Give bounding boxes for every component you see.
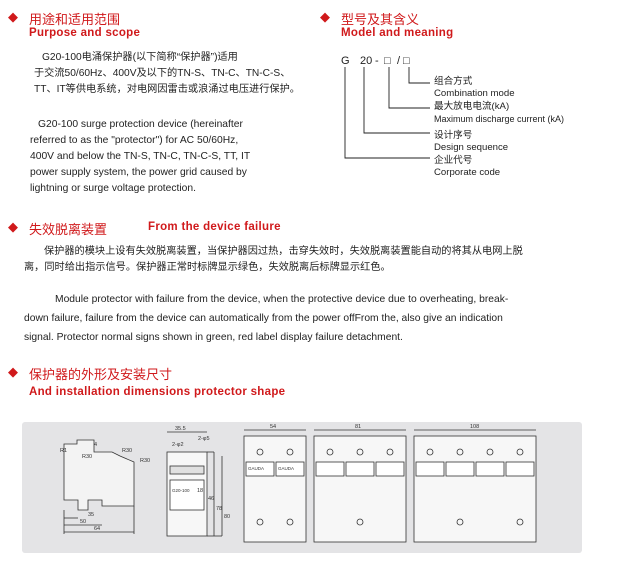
code-part: - bbox=[375, 55, 379, 67]
dim-label: 50 bbox=[80, 519, 86, 525]
code-part: □ bbox=[384, 55, 391, 67]
dim-label: 4 bbox=[94, 442, 97, 448]
label-cn: 组合方式 bbox=[434, 76, 473, 87]
dim-label: 81 bbox=[355, 424, 361, 430]
dim-label: R30 bbox=[82, 454, 92, 460]
dim-label: 54 bbox=[270, 424, 276, 430]
failure-text-en: Module protector with failure from the d… bbox=[24, 290, 604, 347]
code-part: / bbox=[397, 55, 401, 67]
purpose-title-cn: 用途和适用范围 bbox=[29, 12, 121, 27]
purpose-en-line: 400V and below the TN-S, TN-C, TN-C-S, T… bbox=[30, 151, 251, 162]
shape-title-cn: 保护器的外形及安装尺寸 bbox=[29, 367, 173, 382]
model-label-corporate: 企业代号 Corporate code bbox=[434, 155, 500, 179]
purpose-title-en: Purpose and scope bbox=[29, 27, 141, 39]
dim-label: 2-φ5 bbox=[198, 436, 210, 442]
code-part: 20 bbox=[360, 55, 372, 67]
dimension-drawing: R1 4 R30 R30 R30 35 50 64 35.5 2-φ2 bbox=[60, 424, 537, 543]
dim-label: R30 bbox=[140, 458, 150, 464]
purpose-cn-line: 于交流50/60Hz、400V及以下的TN-S、TN-C、TN-C-S、 bbox=[34, 68, 291, 79]
failure-cn-line: 离，同时给出指示信号。保护器正常时标牌显示绿色，失效脱离后标牌显示红色。 bbox=[24, 262, 391, 273]
dim-label: 80 bbox=[224, 514, 230, 520]
purpose-en-line: power supply system, the power grid caus… bbox=[30, 167, 247, 178]
failure-title-en: From the device failure bbox=[148, 221, 281, 233]
failure-text-cn: 保护器的模块上设有失效脱离装置，当保护器因过热，击穿失效时，失效脱离装置能自动的… bbox=[24, 244, 594, 276]
label-cn: 最大放电电流(kA) bbox=[434, 101, 510, 112]
module-2-pole: 54 GAUDA GAUDA bbox=[243, 424, 307, 543]
leader-line bbox=[408, 67, 430, 84]
dim-label: 108 bbox=[470, 424, 479, 430]
label-en: Corporate code bbox=[434, 167, 501, 178]
purpose-cn-line: G20-100电涌保护器(以下简称“保护器”)适用 bbox=[42, 52, 238, 63]
model-title-en: Model and meaning bbox=[341, 27, 454, 39]
module-model-label: G20-100 bbox=[172, 488, 190, 493]
failure-en-line: signal. Protector normal signs shown in … bbox=[24, 332, 403, 343]
module-3-pole: 81 bbox=[313, 424, 407, 543]
purpose-en-line: lightning or surge voltage protection. bbox=[30, 183, 196, 194]
leader-line bbox=[363, 67, 430, 134]
purpose-text-cn: G20-100电涌保护器(以下简称“保护器”)适用 于交流50/60Hz、400… bbox=[34, 50, 314, 98]
dim-label: 64 bbox=[94, 526, 100, 532]
model-code-diagram: G 20 - □ / □ bbox=[341, 55, 430, 159]
dim-label: 18 bbox=[197, 488, 203, 494]
failure-cn-line: 保护器的模块上设有失效脱离装置，当保护器因过热，击穿失效时，失效脱离装置能自动的… bbox=[44, 246, 523, 257]
model-label-discharge: 最大放电电流(kA) Maximum discharge current (kA… bbox=[434, 101, 564, 125]
purpose-cn-line: TT、IT等供电系统，对电网因雷击或浪涌过电压进行保护。 bbox=[34, 84, 300, 95]
model-label-design: 设计序号 Design sequence bbox=[434, 130, 508, 154]
side-view: 35.5 2-φ2 2-φ5 18 46 78 80 G20-100 bbox=[166, 426, 230, 537]
section-bullet-icon: ◆ bbox=[8, 9, 18, 24]
dim-label: R1 bbox=[60, 448, 67, 454]
dim-label: 35.5 bbox=[175, 426, 186, 432]
label-cn: 企业代号 bbox=[434, 155, 473, 166]
model-label-combination: 组合方式 Combination mode bbox=[434, 76, 515, 100]
code-part: □ bbox=[403, 55, 410, 67]
failure-en-line: down failure, failure from the device ca… bbox=[24, 313, 503, 324]
dim-label: 78 bbox=[216, 506, 222, 512]
module-4-pole: 108 bbox=[413, 424, 537, 543]
module-brand-label: GAUDA bbox=[278, 466, 294, 471]
label-cn: 设计序号 bbox=[434, 130, 473, 141]
failure-title-cn: 失效脱离装置 bbox=[29, 222, 108, 237]
leader-line bbox=[344, 67, 430, 159]
section-bullet-icon: ◆ bbox=[8, 364, 18, 379]
code-part: G bbox=[341, 55, 350, 67]
model-title-cn: 型号及其含义 bbox=[341, 12, 420, 27]
purpose-en-line: referred to as the "protector") for AC 5… bbox=[30, 135, 239, 146]
dim-label: R30 bbox=[122, 448, 132, 454]
dimension-drawing-panel: R1 4 R30 R30 R30 35 50 64 35.5 2-φ2 bbox=[22, 422, 582, 553]
module-brand-label: GAUDA bbox=[248, 466, 264, 471]
shape-title-en: And installation dimensions protector sh… bbox=[29, 386, 286, 398]
dim-label: 2-φ2 bbox=[172, 442, 184, 448]
purpose-en-line: G20-100 surge protection device (hereina… bbox=[38, 119, 243, 130]
section-bullet-icon: ◆ bbox=[320, 9, 330, 24]
section-bullet-icon: ◆ bbox=[8, 219, 18, 234]
dim-label: 46 bbox=[208, 496, 214, 502]
purpose-text-en: G20-100 surge protection device (hereina… bbox=[30, 117, 320, 197]
label-en: Combination mode bbox=[434, 88, 515, 99]
label-en: Design sequence bbox=[434, 142, 509, 153]
failure-en-line: Module protector with failure from the d… bbox=[55, 294, 509, 305]
dim-label: 35 bbox=[88, 512, 94, 518]
leader-line bbox=[388, 67, 430, 109]
profile-view: R1 4 R30 R30 R30 35 50 64 bbox=[60, 439, 150, 534]
label-en: Maximum discharge current (kA) bbox=[434, 114, 565, 124]
